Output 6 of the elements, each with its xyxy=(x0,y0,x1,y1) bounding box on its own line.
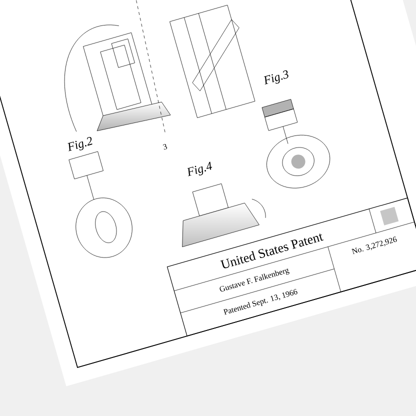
section-mark: 3 xyxy=(162,144,168,150)
figure-label: Fig.3 xyxy=(264,70,288,85)
figure-label: Fig.2 xyxy=(68,137,92,152)
title-block-text: Gustave F. Falkenberg xyxy=(220,268,290,292)
figure-label: Fig.4 xyxy=(187,162,212,176)
patent-title: United States Patent xyxy=(220,234,324,268)
